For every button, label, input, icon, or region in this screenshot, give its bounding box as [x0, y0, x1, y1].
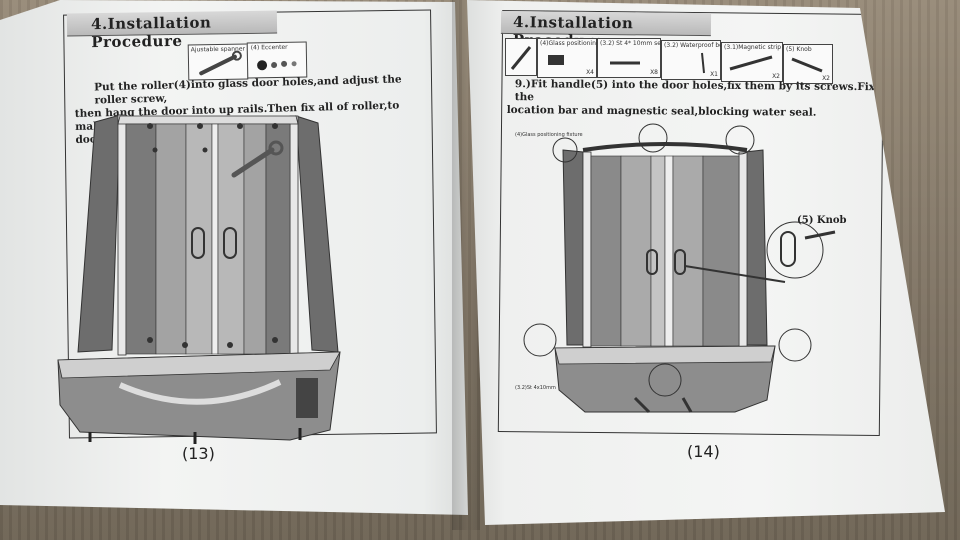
shower-enclosure-illustration — [523, 123, 836, 414]
part-label: (5) Knob — [786, 46, 812, 53]
part-qty: X4 — [586, 69, 594, 76]
part-box-fixture: (4)Glass positioning fixture X4 — [537, 38, 621, 78]
knob-icon — [791, 57, 823, 73]
fixture-icon — [548, 55, 564, 65]
part-box-screw: (3.2) St 4* 10mm self tapping screw X8 — [597, 38, 709, 78]
screw-icon — [610, 61, 640, 65]
part-qty: X1 — [710, 71, 718, 78]
tool-spanner-box: Ajustable spanner — [187, 43, 249, 81]
page-number: (13) — [182, 444, 215, 463]
part-label: (4)Glass positioning fixture — [540, 40, 622, 47]
belt-icon — [701, 52, 705, 74]
eccenter-icon — [257, 60, 297, 71]
part-label: (3.2) St 4* 10mm self tapping screw — [600, 40, 709, 47]
part-qty: X2 — [822, 75, 830, 82]
manual-page-14: 4.Installation Procedure (4)Glass positi… — [467, 0, 945, 525]
knob-callout: (5) Knob — [797, 215, 847, 226]
screw-callout: (3.2)St 4x10mm — [515, 385, 556, 391]
tool-eccenter-box: (4) Eccenter — [246, 41, 308, 79]
part-label: (3.1)Magnetic strip — [724, 44, 782, 51]
screwdriver-icon — [510, 46, 532, 70]
fixture-callout: (4)Glass positioning fixture — [515, 132, 583, 138]
screwdriver-box — [505, 38, 537, 76]
wrench-icon — [199, 50, 242, 76]
page-number: (14) — [687, 442, 720, 461]
manual-page-13: 4.Installation Procedure Ajustable spann… — [0, 0, 468, 515]
part-qty: X8 — [650, 69, 658, 76]
part-box-knob: (5) Knob X2 — [783, 44, 833, 84]
strip-icon — [729, 55, 773, 71]
part-box-waterproof-belt: (3.2) Waterproof belt X1 — [661, 40, 727, 80]
shower-enclosure-illustration — [57, 114, 341, 444]
part-label: (3.2) Waterproof belt — [664, 42, 727, 49]
part-box-magnetic-strip: (3.1)Magnetic strip X2 — [721, 42, 783, 82]
part-qty: X2 — [772, 73, 780, 80]
